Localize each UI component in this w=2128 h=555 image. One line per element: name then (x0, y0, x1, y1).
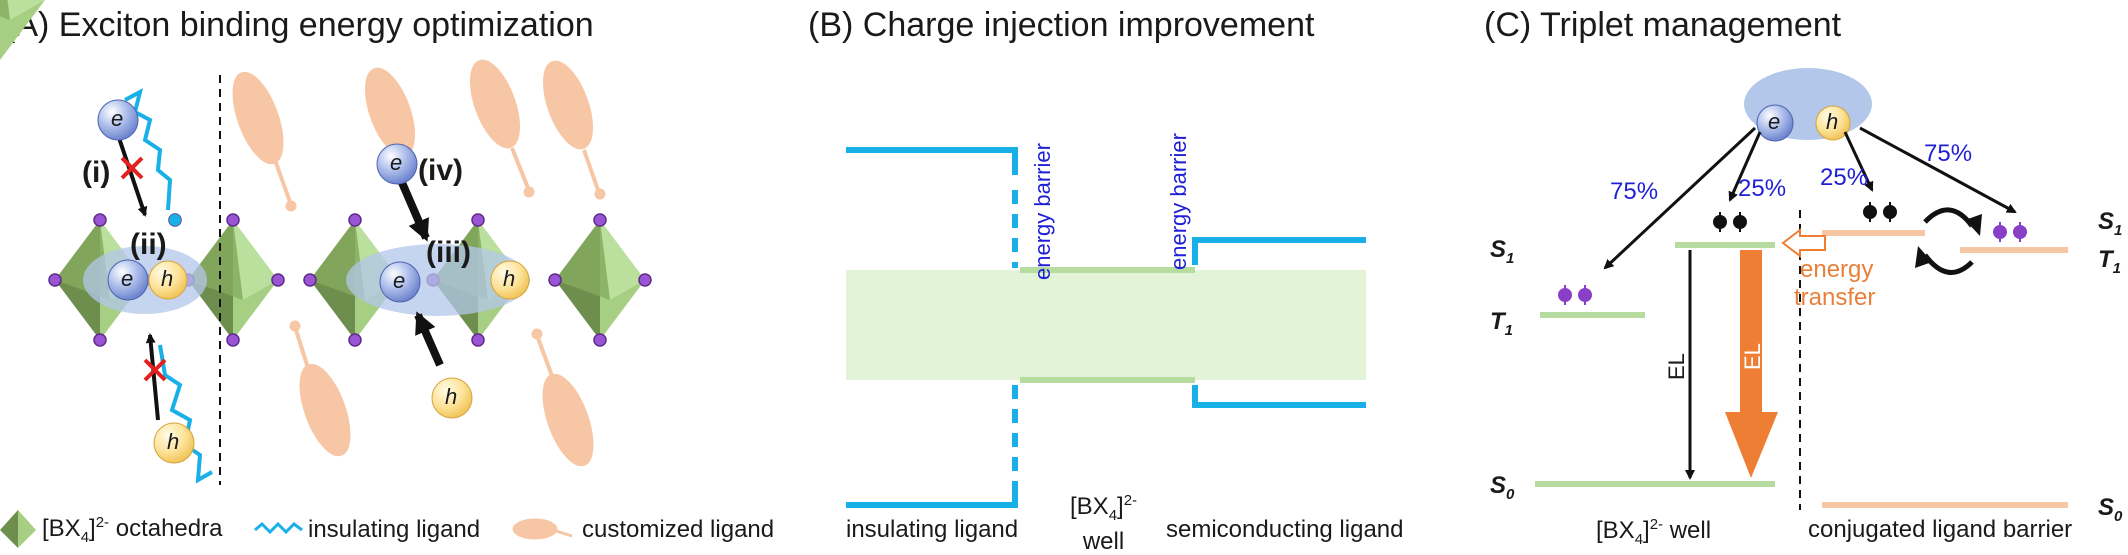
el-label-orange: EL (1740, 343, 1765, 370)
insulating-ligand-bottom (158, 344, 213, 484)
arrow-h-blocked (145, 333, 160, 421)
exciton-electron-label: e (1768, 109, 1781, 134)
hole-ball (153, 422, 195, 464)
customized-ligand-legend-icon (512, 518, 573, 540)
pct-left-inner: 25% (1738, 175, 1787, 202)
blocked-cross-bottom (143, 358, 167, 382)
label-S1-left: S1 (1490, 236, 1515, 267)
pct-left-outer: 75% (1610, 178, 1659, 205)
spin-pair-ligand-s1 (1863, 202, 1897, 222)
el-label-black: EL (1664, 353, 1689, 380)
el-arrow-orange (1725, 250, 1778, 478)
energy-transfer-label-2: transfer (1794, 284, 1876, 311)
label-iv: (iv) (418, 154, 463, 187)
electron-label: e (393, 268, 406, 293)
panel-b-title: (B) Charge injection improvement (808, 6, 1315, 44)
label-S0-left: S0 (1490, 472, 1515, 503)
spin-pair-well-s1 (1713, 212, 1747, 232)
insulating-ligand-top (124, 88, 173, 211)
hole-ball (148, 260, 188, 300)
label-insulating-ligand: insulating ligand (846, 516, 1019, 543)
energy-barrier-label-left: energy barrier (1030, 143, 1055, 280)
energy-barrier-label-right: energy barrier (1166, 133, 1191, 270)
electron-ball (107, 259, 149, 301)
well-band (846, 270, 1366, 380)
label-well-c: [BX4]2- well (1596, 516, 1712, 548)
pct-right-outer: 75% (1924, 140, 1973, 167)
label-i: (i) (82, 156, 111, 189)
hole-label: h (161, 266, 174, 291)
isc-arrow-bottom (1922, 253, 1974, 275)
label-S1-right: S1 (2098, 208, 2123, 239)
electron-ball (379, 261, 421, 303)
spin-pair-well-t1 (1558, 285, 1592, 305)
electron-label: e (111, 106, 124, 131)
blocked-cross-top (120, 156, 144, 180)
label-S0-right: S0 (2098, 494, 2123, 525)
pct-right-inner: 25% (1820, 164, 1869, 191)
insulating-ligand-legend-icon (254, 521, 303, 535)
customized-ligands (232, 59, 606, 467)
label-T1-right: T1 (2098, 246, 2122, 277)
electron-label: e (390, 150, 403, 175)
label-iii: (iii) (426, 236, 471, 269)
exciton-hole-label: h (1826, 109, 1839, 134)
label-T1-left: T1 (1490, 308, 1514, 339)
arrow-iv (396, 176, 430, 242)
legend-customized-ligand: customized ligand (582, 516, 775, 543)
isc-arrow-top (1923, 207, 1975, 228)
panel-c-title: (C) Triplet management (1484, 6, 1842, 44)
arrow-iii-up (414, 311, 444, 367)
label-conjugated-ligand-barrier: conjugated ligand barrier (1808, 516, 2073, 543)
legend-insulating-ligand: insulating ligand (308, 516, 481, 543)
electron-ball (97, 99, 139, 141)
label-ii: (ii) (130, 228, 167, 261)
arrow-i (116, 134, 148, 217)
panel-a-title: (A) Exciton binding energy optimization (4, 6, 594, 44)
octahedra-legend-icon (0, 510, 36, 548)
label-well: [BX4]2- well (1070, 492, 1138, 555)
electron-label: e (121, 266, 134, 291)
octahedra-row (0, 0, 645, 340)
energy-transfer-label-1: energy (1800, 256, 1874, 283)
hole-label: h (167, 429, 180, 454)
hole-ball (490, 260, 530, 300)
electron-ball (376, 143, 418, 185)
hole-label: h (445, 384, 458, 409)
label-semiconducting-ligand: semiconducting ligand (1166, 516, 1404, 543)
spin-pair-ligand-t1 (1993, 222, 2027, 242)
energy-transfer-arrow (1781, 227, 1826, 259)
semiconducting-ligand-levels (1192, 237, 1366, 408)
legend-octahedra: [BX4]2- octahedra (42, 514, 223, 546)
hole-ball (431, 377, 473, 419)
insulating-ligand-levels (846, 147, 1018, 508)
hole-label: h (503, 266, 516, 291)
